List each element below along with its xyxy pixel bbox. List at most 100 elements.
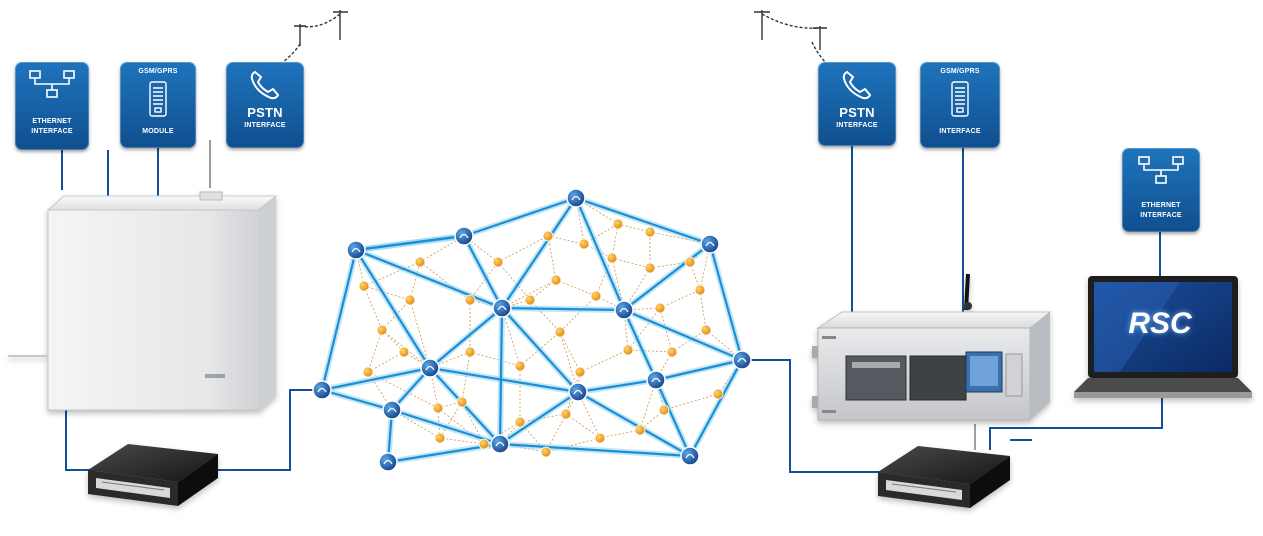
mesh-dashed-link [611, 223, 619, 259]
tile-line-2: INTERFACE [244, 122, 286, 129]
mesh-dashed-link [545, 413, 567, 453]
mesh-node-orange [514, 416, 526, 428]
phone-icon [842, 70, 872, 100]
mesh-dashed-link [559, 295, 597, 333]
mesh-dashed-link [583, 223, 619, 245]
mesh-dashed-link [367, 351, 405, 373]
mesh-dashed-link [439, 401, 463, 439]
mesh-dashed-link [439, 437, 485, 445]
tile-line-1: GSM/GPRS [138, 68, 178, 75]
mesh-link [574, 196, 626, 312]
mesh-dashed-link [497, 235, 549, 263]
mesh-node-blue [420, 358, 440, 378]
tile-line-2: INTERFACE [31, 128, 73, 135]
mesh-node-orange [514, 360, 526, 372]
mesh-node-signal-icon [317, 387, 327, 393]
mesh-dashed-link [565, 413, 601, 439]
mesh-node-signal-icon [685, 453, 695, 459]
mesh-node-blue [732, 350, 752, 370]
mesh-dashed-link [559, 331, 579, 393]
mesh-link [688, 358, 744, 458]
mesh-node-signal-icon [351, 247, 361, 253]
mesh-node-blue [490, 434, 510, 454]
mesh-node-signal-icon [705, 241, 715, 247]
rsc-logo: RSC [1128, 307, 1192, 340]
tile-line-2: MODULE [142, 128, 174, 135]
mesh-link [428, 306, 504, 370]
mesh-node-blue [680, 446, 700, 466]
left-pstn-tile: PSTN INTERFACE [226, 62, 304, 148]
mesh-dashed-link [555, 279, 597, 297]
mesh-link [462, 196, 578, 238]
mesh-link [320, 366, 432, 392]
mesh-link [622, 308, 658, 382]
mesh-node-orange [550, 274, 562, 286]
mesh-link [500, 196, 578, 310]
mesh-link [708, 242, 744, 362]
mesh-node-orange [456, 396, 468, 408]
mesh-dashed-link [663, 393, 719, 411]
mesh-node-orange [492, 256, 504, 268]
mesh-node-orange [658, 404, 670, 416]
mesh-dashed-link [577, 391, 601, 439]
mesh-dashed-link [497, 261, 531, 301]
mesh-node-blue [614, 300, 634, 320]
mesh-dashed-link [617, 223, 651, 233]
mesh-node-signal-icon [387, 407, 397, 413]
mesh-node-blue [312, 380, 332, 400]
mesh-node-blue [700, 234, 720, 254]
mesh-node-orange [634, 424, 646, 436]
mesh-link [574, 196, 712, 246]
tile-line-2: INTERFACE [836, 122, 878, 129]
mesh-link [354, 234, 466, 252]
mesh-link [320, 248, 358, 392]
mesh-node-signal-icon [459, 233, 469, 239]
mesh-node-orange [654, 302, 666, 314]
mesh-node-orange [362, 366, 374, 378]
mesh-node-blue [568, 382, 588, 402]
mesh-node-orange [464, 294, 476, 306]
mesh-node-signal-icon [383, 459, 393, 465]
mesh-dashed-link [547, 235, 557, 281]
mesh-link [622, 308, 744, 362]
mesh-node-orange [622, 344, 634, 356]
mesh-dashed-link [639, 379, 657, 431]
mesh-link [498, 442, 692, 458]
mesh-network [312, 188, 752, 472]
mesh-node-orange [560, 408, 572, 420]
mesh-node-orange [414, 256, 426, 268]
tile-line-1: ETHERNET [1141, 202, 1181, 209]
mesh-dashed-link [519, 331, 561, 367]
mesh-node-orange [644, 262, 656, 274]
mesh-node-orange [590, 290, 602, 302]
mesh-dashed-link [529, 299, 561, 333]
tile-line-1: PSTN [247, 105, 283, 120]
mesh-node-blue [454, 226, 474, 246]
mesh-node-orange [542, 230, 554, 242]
mesh-dashed-link [391, 409, 441, 439]
tile-line-2: INTERFACE [939, 128, 981, 135]
left-router [88, 444, 218, 506]
mesh-node-signal-icon [425, 365, 435, 371]
mesh-link [622, 242, 712, 312]
rack-receiver [812, 273, 1052, 421]
mesh-dashed-link [565, 371, 581, 415]
mesh-node-signal-icon [573, 389, 583, 395]
mesh-node-orange [684, 256, 696, 268]
mesh-link [500, 306, 580, 394]
mesh-link [498, 390, 580, 446]
mesh-dashed-link [627, 307, 661, 351]
mesh-node-blue [566, 188, 586, 208]
mesh-node-signal-icon [619, 307, 629, 313]
mesh-node-orange [606, 252, 618, 264]
mesh-link [354, 248, 432, 370]
mesh-node-signal-icon [737, 357, 747, 363]
mesh-node-orange [478, 438, 490, 450]
mesh-node-signal-icon [571, 195, 581, 201]
mesh-node-orange [358, 280, 370, 292]
mesh-node-blue [646, 370, 666, 390]
mesh-dashed-link [469, 351, 521, 367]
laptop [1074, 276, 1252, 398]
mesh-link [654, 378, 692, 458]
